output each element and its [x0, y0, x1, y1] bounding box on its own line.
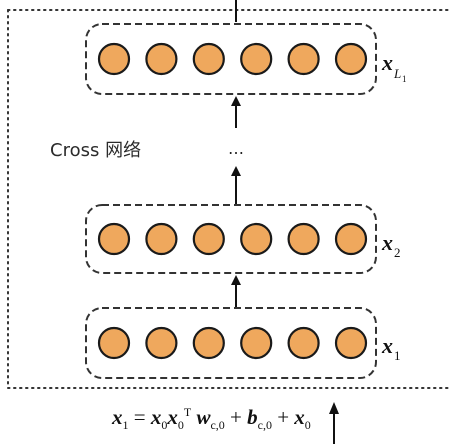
- neuron-node: [287, 42, 320, 76]
- neuron-node: [240, 326, 273, 360]
- neuron-node: [240, 42, 273, 76]
- cross-network-label: Cross 网络: [50, 140, 142, 161]
- neuron-node: [334, 222, 368, 256]
- layer-label-sub: 1: [394, 348, 401, 363]
- formula-lhs: x: [112, 405, 123, 429]
- neuron-node: [192, 42, 225, 76]
- layer-x-2: x 2: [85, 204, 401, 274]
- layer-label: x: [381, 50, 393, 75]
- layer-box: [85, 23, 377, 95]
- arrow: [231, 275, 241, 307]
- neuron-node: [240, 222, 273, 256]
- neuron-node: [192, 222, 225, 256]
- layer-label-subsub: 1: [402, 74, 407, 84]
- neuron-node: [145, 222, 178, 256]
- neuron-node: [287, 222, 320, 256]
- neuron-node: [192, 326, 225, 360]
- neuron-node: [97, 326, 131, 360]
- layer-label: x: [381, 230, 393, 255]
- layer-x-1: x 1: [85, 307, 401, 379]
- layer-x-L1: x L 1: [85, 23, 407, 95]
- layer-box: [85, 204, 377, 274]
- cross-network-boundary: [7, 9, 449, 389]
- layer-label-sub: L: [393, 66, 401, 81]
- layer-box: [85, 307, 377, 379]
- neuron-node: [334, 326, 368, 360]
- neuron-node: [145, 42, 178, 76]
- arrow: [231, 166, 241, 204]
- input-arrow: [329, 402, 339, 444]
- neuron-node: [145, 326, 178, 360]
- arrow: [231, 96, 241, 128]
- formula-equals: =: [133, 405, 146, 429]
- layer-label-sub: 2: [394, 245, 401, 260]
- neuron-node: [287, 326, 320, 360]
- neuron-node: [334, 42, 368, 76]
- layer-label: x: [381, 333, 393, 358]
- neuron-node: [97, 222, 131, 256]
- cross-layer-formula: x1 = x0x0T wc,0 + bc,0 + x0: [112, 405, 311, 433]
- ellipsis: …: [228, 139, 244, 158]
- neuron-node: [97, 42, 131, 76]
